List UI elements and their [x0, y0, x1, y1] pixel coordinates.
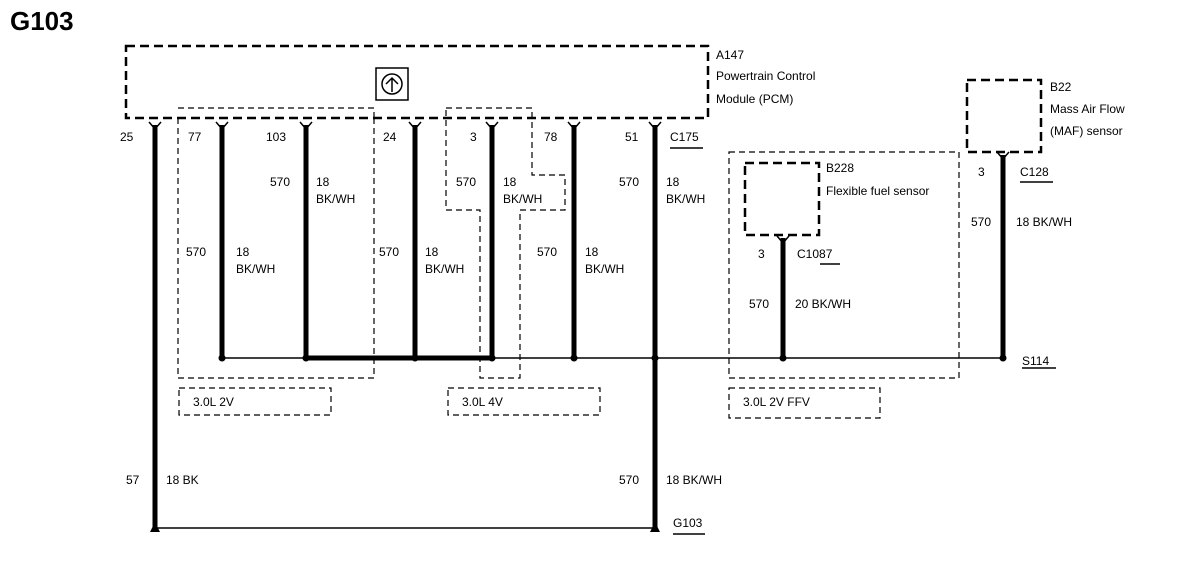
connector-c175: C175	[670, 130, 699, 144]
circuit-3: 570	[456, 175, 476, 189]
gauge-78: 18	[585, 245, 599, 259]
flex-name: Flexible fuel sensor	[826, 184, 929, 198]
opt-2v-top	[178, 107, 375, 118]
maf-pin: 3	[978, 165, 985, 179]
gauge-103: 18	[316, 175, 330, 189]
gauge-77: 18	[236, 245, 250, 259]
pcm-ref: A147	[716, 48, 744, 62]
maf-name-line2: (MAF) sensor	[1050, 124, 1123, 138]
pin-77: 77	[188, 130, 202, 144]
circuit-51: 570	[619, 175, 639, 189]
connector-c1087: C1087	[797, 247, 833, 261]
color-77: BK/WH	[236, 262, 275, 276]
maf-name-line1: Mass Air Flow	[1050, 102, 1125, 116]
pcm-box	[124, 44, 710, 120]
circuit-ground-right: 570	[619, 473, 639, 487]
pcm-name-line1: Powertrain Control	[716, 69, 815, 83]
opt-4v-outline	[445, 107, 566, 379]
splice-dots	[218, 354, 1007, 362]
circuit-57: 57	[126, 473, 140, 487]
gauge-24: 18	[425, 245, 439, 259]
flex-pin: 3	[758, 247, 765, 261]
color-24: BK/WH	[425, 262, 464, 276]
opt-2v-box	[178, 387, 332, 416]
circuit-24: 570	[379, 245, 399, 259]
maf-wire-label: 18 BK/WH	[1016, 215, 1072, 229]
gauge-51: 18	[666, 175, 680, 189]
pin-24: 24	[383, 130, 397, 144]
opt-2v-label: 3.0L 2V	[193, 395, 234, 409]
color-103: BK/WH	[316, 192, 355, 206]
ground-left-terminal-icon	[150, 522, 160, 532]
opt-ffv-box	[728, 387, 881, 419]
pin-51: 51	[625, 130, 639, 144]
opt-ffv-label: 3.0L 2V FFV	[743, 395, 810, 409]
circuit-flex: 570	[749, 297, 769, 311]
flex-wire-label: 20 BK/WH	[795, 297, 851, 311]
circuit-78: 570	[537, 245, 557, 259]
pin-3: 3	[470, 130, 477, 144]
gauge-3: 18	[503, 175, 517, 189]
color-78: BK/WH	[585, 262, 624, 276]
maf-ref: B22	[1050, 80, 1072, 94]
ground-label: G103	[673, 516, 703, 530]
opt-2v-outline	[177, 118, 375, 379]
circuit-maf: 570	[971, 215, 991, 229]
color-51: BK/WH	[666, 192, 705, 206]
ground-right-wire-label: 18 BK/WH	[666, 473, 722, 487]
connector-c128: C128	[1020, 165, 1049, 179]
flex-ref: B228	[826, 161, 854, 175]
page-title: G103	[10, 6, 74, 36]
ground-right-terminal-icon	[650, 522, 660, 532]
flex-sensor-box	[743, 161, 821, 237]
pin-103: 103	[266, 130, 286, 144]
opt-4v-box	[447, 387, 601, 416]
circuit-77: 570	[186, 245, 206, 259]
pin-78: 78	[544, 130, 558, 144]
splice-label: S114	[1022, 354, 1049, 368]
color-3: BK/WH	[503, 192, 542, 206]
ffv-option-box	[728, 151, 960, 379]
maf-sensor-box	[965, 78, 1043, 154]
ground-left-wire-label: 18 BK	[166, 473, 199, 487]
pcm-name-line2: Module (PCM)	[716, 92, 793, 106]
opt-4v-label: 3.0L 4V	[462, 395, 503, 409]
pin-25: 25	[120, 130, 134, 144]
circuit-103: 570	[270, 175, 290, 189]
connector-terminals	[148, 121, 1010, 245]
ground-symbol-icon	[375, 67, 409, 101]
